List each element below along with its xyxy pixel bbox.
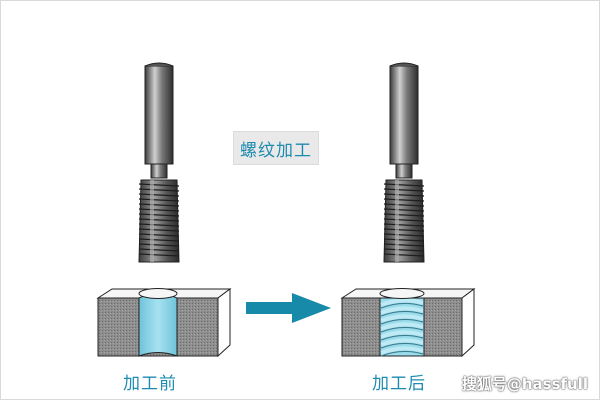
hole-thread-root [380,310,424,317]
tap-thread-line [138,223,180,227]
tap-thread-line [138,203,180,207]
tap-thread-line [383,213,425,217]
right-arrow-icon [246,293,331,323]
hole-thread-crest [380,322,424,331]
tap-thread-line [138,233,180,237]
hole-thread-crest [380,314,424,323]
tap-thread-line [138,218,180,222]
hole-thread-crest [380,338,424,347]
title-box: 螺纹加工 [233,131,319,165]
workpiece-after [340,288,476,358]
tap-thread-line [383,248,425,252]
hole-thread-root [380,334,424,341]
hole-thread-root [380,326,424,333]
hole-thread-root [380,318,424,325]
tap-thread-line [138,248,180,252]
tap-right [383,62,425,263]
tap-thread-line [383,233,425,237]
tap-thread-line [138,228,180,232]
tap-thread-line [138,253,180,257]
tap-thread-line [138,238,180,242]
tap-thread-line [383,228,425,232]
hole-thread-root [380,302,424,309]
tap-thread-line [383,183,425,187]
watermark: 搜狐号@hassfull [461,375,588,393]
hole-thread-root [380,350,424,357]
tap-thread-line [383,193,425,197]
tap-thread-line [138,198,180,202]
tap-thread-line [138,193,180,197]
tap-thread-line [383,218,425,222]
before-label: 加工前 [123,374,177,394]
diagram-title: 螺纹加工 [240,140,312,161]
tap-thread-line [138,188,180,192]
tap-thread-line [138,183,180,187]
after-label: 加工后 [372,374,426,394]
tap-thread-line [138,243,180,247]
hole-thread-root [380,342,424,349]
hole-thread-crest [380,346,424,355]
tap-thread-line [138,208,180,212]
tap-thread-line [383,238,425,242]
hole-thread-crest [380,298,424,307]
hole-thread-crest [380,306,424,315]
tap-thread-line [383,188,425,192]
tap-thread-line [383,223,425,227]
tap-thread-line [383,198,425,202]
tap-left [138,62,180,263]
tap-thread-line [138,213,180,217]
tap-thread-line [383,208,425,212]
tap-thread-line [383,243,425,247]
workpiece-before [96,288,232,358]
hole-thread-crest [380,330,424,339]
tap-thread-line [383,203,425,207]
tap-thread-line [383,253,425,257]
